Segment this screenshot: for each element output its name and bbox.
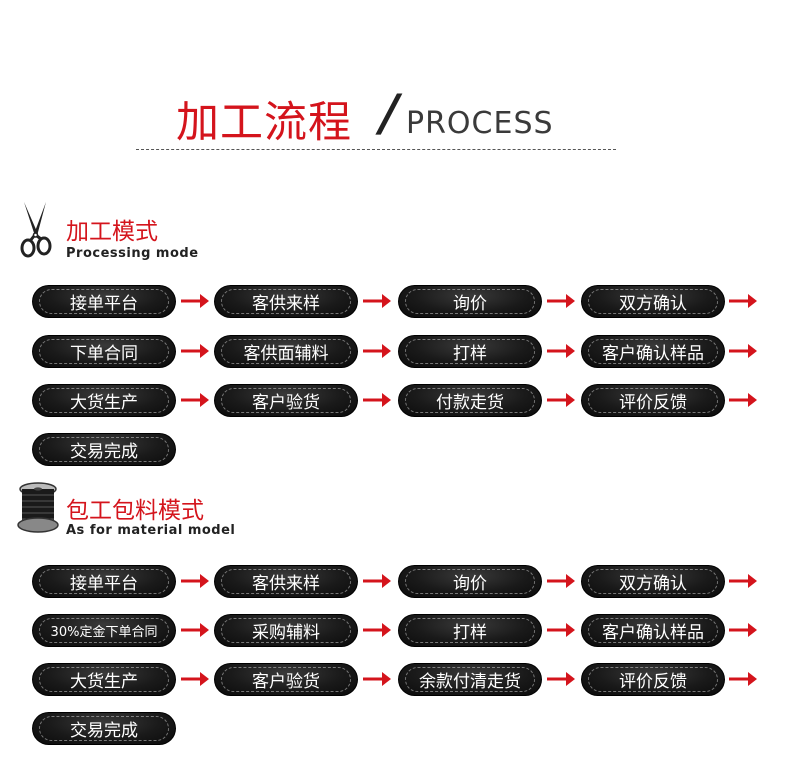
step-pill: 余款付清走货 — [399, 664, 541, 695]
red-arrow-icon — [547, 672, 575, 686]
step-pill: 客户确认样品 — [582, 615, 724, 646]
red-arrow-icon — [363, 344, 391, 358]
section-title-en: Processing mode — [66, 246, 199, 261]
step-pill: 采购辅料 — [215, 615, 357, 646]
red-arrow-icon — [363, 393, 391, 407]
step-pill: 打样 — [399, 336, 541, 367]
step-pill: 客供来样 — [215, 566, 357, 597]
red-arrow-icon — [729, 344, 757, 358]
red-arrow-icon — [547, 393, 575, 407]
step-pill: 询价 — [399, 286, 541, 317]
step-pill: 询价 — [399, 566, 541, 597]
section-title-cn: 包工包料模式 — [66, 498, 204, 524]
step-pill: 客户确认样品 — [582, 336, 724, 367]
red-arrow-icon — [181, 672, 209, 686]
step-pill: 打样 — [399, 615, 541, 646]
red-arrow-icon — [729, 672, 757, 686]
red-arrow-icon — [363, 574, 391, 588]
step-pill: 客户验货 — [215, 664, 357, 695]
thread-spool-icon — [17, 482, 59, 533]
step-pill: 接单平台 — [33, 286, 175, 317]
red-arrow-icon — [181, 623, 209, 637]
step-pill: 双方确认 — [582, 566, 724, 597]
scissors-icon — [20, 202, 52, 258]
step-pill: 大货生产 — [33, 385, 175, 416]
red-arrow-icon — [547, 294, 575, 308]
step-pill: 客户验货 — [215, 385, 357, 416]
red-arrow-icon — [729, 623, 757, 637]
red-arrow-icon — [547, 623, 575, 637]
red-arrow-icon — [181, 393, 209, 407]
red-arrow-icon — [363, 294, 391, 308]
step-pill: 客供来样 — [215, 286, 357, 317]
red-arrow-icon — [547, 344, 575, 358]
red-arrow-icon — [729, 574, 757, 588]
step-pill: 评价反馈 — [582, 664, 724, 695]
red-arrow-icon — [547, 574, 575, 588]
red-arrow-icon — [729, 294, 757, 308]
red-arrow-icon — [729, 393, 757, 407]
red-arrow-icon — [181, 294, 209, 308]
title-slash: / — [373, 84, 405, 142]
red-arrow-icon — [181, 344, 209, 358]
step-pill: 接单平台 — [33, 566, 175, 597]
step-pill: 30%定金下单合同 — [33, 615, 175, 646]
step-pill: 评价反馈 — [582, 385, 724, 416]
step-pill: 交易完成 — [33, 434, 175, 465]
section-title-cn: 加工模式 — [66, 219, 158, 245]
red-arrow-icon — [181, 574, 209, 588]
red-arrow-icon — [363, 672, 391, 686]
step-pill: 双方确认 — [582, 286, 724, 317]
page-title-cn: 加工流程 — [176, 98, 352, 148]
page-title-en: PROCESS — [406, 106, 554, 141]
red-arrow-icon — [363, 623, 391, 637]
step-pill: 交易完成 — [33, 713, 175, 744]
section-title-en: As for material model — [66, 523, 236, 538]
step-pill: 客供面辅料 — [215, 336, 357, 367]
step-pill: 付款走货 — [399, 385, 541, 416]
title-divider — [136, 149, 616, 150]
step-pill: 下单合同 — [33, 336, 175, 367]
step-pill: 大货生产 — [33, 664, 175, 695]
